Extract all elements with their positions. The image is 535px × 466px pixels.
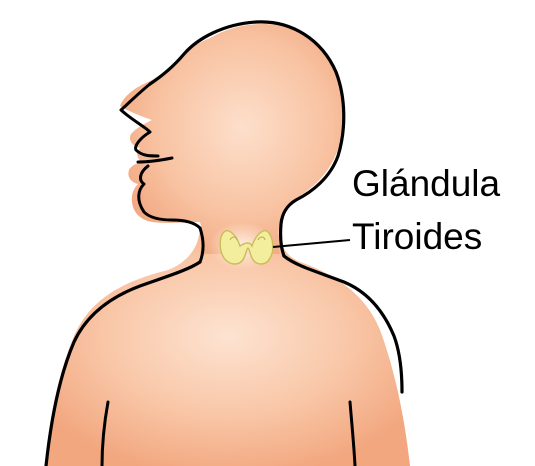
label-glandula: Glándula xyxy=(352,165,500,202)
leader-line xyxy=(273,240,350,247)
head-shape xyxy=(120,24,343,254)
label-tiroides: Tiroides xyxy=(352,218,482,255)
